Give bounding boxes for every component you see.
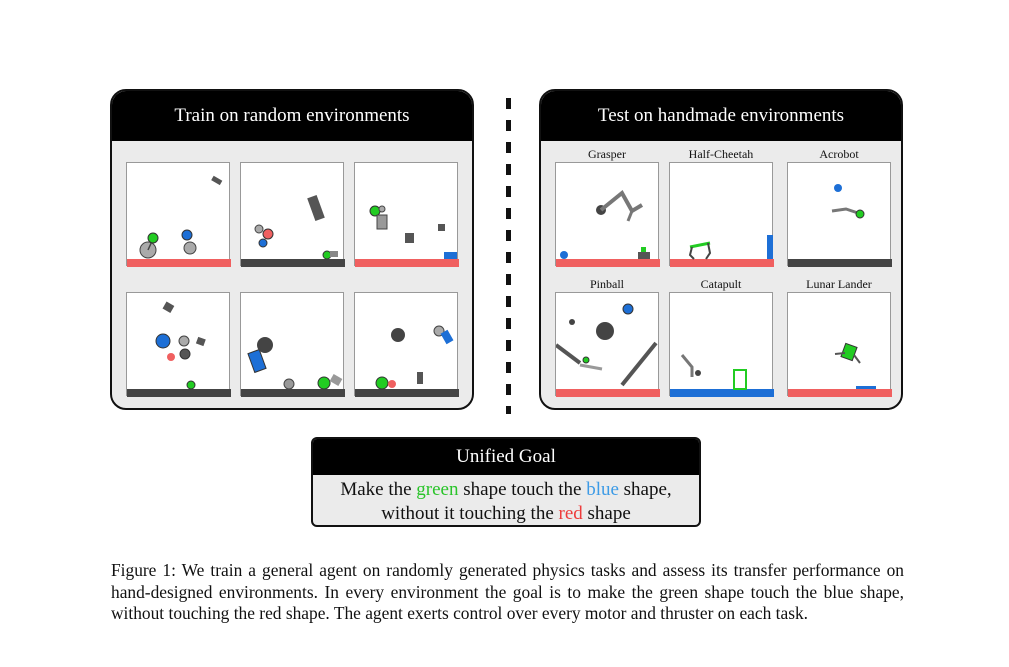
train-env-5 [240, 292, 345, 397]
goal-text-part: shape, [618, 479, 672, 500]
env-label-pinball: Pinball [589, 277, 624, 291]
train-env-2 [240, 162, 345, 267]
env-label-half-cheetah: Half-Cheetah [688, 147, 754, 161]
goal-title: Unified Goal [313, 439, 699, 475]
goal-line-2: without it touching the red shape [313, 502, 699, 525]
train-panel: Train on random environments [110, 89, 474, 410]
env-lunar-lander [787, 292, 892, 397]
train-env-6 [354, 292, 459, 397]
env-half-cheetah [669, 162, 774, 267]
env-label-lunar-lander: Lunar Lander [806, 277, 872, 291]
dashed-divider [506, 98, 511, 414]
train-panel-title: Train on random environments [112, 91, 472, 141]
train-env-1 [126, 162, 231, 267]
env-catapult [669, 292, 774, 397]
figure-caption: Figure 1: We train a general agent on ra… [111, 560, 904, 623]
env-label-catapult: Catapult [700, 277, 742, 291]
goal-text-part: shape touch the [458, 479, 587, 500]
goal-text: Make the green shape touch the blue shap… [313, 475, 699, 525]
goal-text-part: Make the [340, 479, 417, 500]
env-acrobot [787, 162, 892, 267]
goal-text-part: shape [582, 503, 631, 524]
train-env-4 [126, 292, 231, 397]
goal-text-part: without it touching the [381, 503, 559, 524]
goal-word-red: red [558, 503, 583, 524]
env-label-acrobot: Acrobot [819, 147, 859, 161]
unified-goal-box: Unified Goal Make the green shape touch … [311, 437, 701, 527]
env-label-grasper: Grasper [588, 147, 626, 161]
env-grasper [555, 162, 660, 267]
goal-word-green: green [416, 479, 459, 500]
train-env-3 [354, 162, 459, 267]
goal-line-1: Make the green shape touch the blue shap… [313, 478, 699, 502]
test-panel-title: Test on handmade environments [541, 91, 901, 141]
env-pinball [555, 292, 660, 397]
goal-word-blue: blue [586, 479, 619, 500]
test-panel: Test on handmade environments Grasper Ha… [539, 89, 903, 410]
